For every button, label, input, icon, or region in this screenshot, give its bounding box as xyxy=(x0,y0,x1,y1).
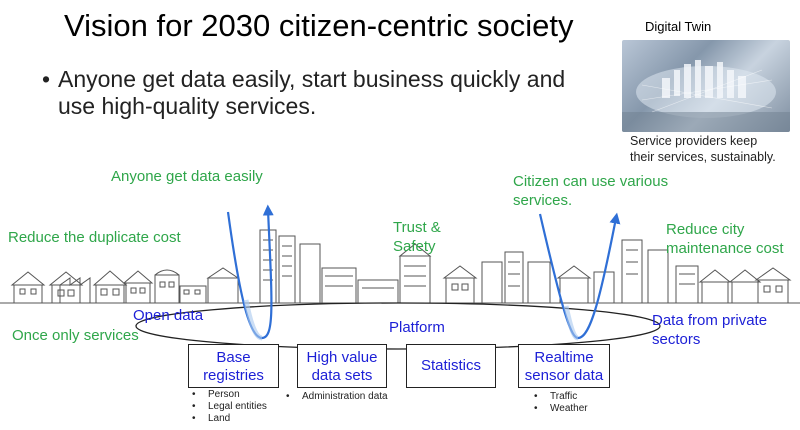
label-once-only: Once only services xyxy=(12,327,139,344)
base-registries-items: Person Legal entities Land xyxy=(192,389,267,425)
digital-twin-caption: Service providers keep their services, s… xyxy=(630,133,776,165)
realtime-sensor-items: Traffic Weather xyxy=(534,391,588,415)
box-realtime-sensor: Realtime sensor data xyxy=(518,344,610,388)
box-high-value: High value data sets xyxy=(297,344,387,388)
list-item: Legal entities xyxy=(192,401,267,413)
box-line-2: sensor data xyxy=(524,367,604,384)
citizen-line-1: Citizen can use various xyxy=(513,173,669,190)
digital-twin-image xyxy=(622,40,790,132)
list-item: Administration data xyxy=(286,391,388,403)
box-line-1: Realtime xyxy=(534,349,594,366)
box-statistics: Statistics xyxy=(406,344,496,388)
label-open-data: Open data xyxy=(133,307,204,324)
label-reduce-city: Reduce city maintenance cost xyxy=(666,220,784,258)
bullet-dot-icon: • xyxy=(42,66,51,92)
list-item: Land xyxy=(192,413,267,425)
trust-line-2: Safety xyxy=(393,238,436,255)
label-anyone-get-data: Anyone get data easily xyxy=(111,168,263,185)
label-private-sectors: Data from private sectors xyxy=(652,311,767,349)
caption-line-2: their services, sustainably. xyxy=(630,150,776,164)
box-line-2: data sets xyxy=(311,367,373,384)
label-trust-safety: Trust & Safety xyxy=(393,218,441,256)
label-platform: Platform xyxy=(389,319,445,336)
box-line-1: Base xyxy=(216,349,251,366)
digital-twin-label: Digital Twin xyxy=(645,19,712,34)
box-line-2: registries xyxy=(203,367,264,384)
citizen-line-2: services. xyxy=(513,192,573,209)
high-value-items: Administration data xyxy=(286,391,388,403)
digital-twin-city-icon xyxy=(622,60,790,132)
platform-ellipse xyxy=(135,302,661,350)
list-item: Person xyxy=(192,389,267,401)
trust-line-1: Trust & xyxy=(393,219,441,236)
reduce-city-line-2: maintenance cost xyxy=(666,240,784,257)
private-line-2: sectors xyxy=(652,331,701,348)
box-base-registries: Base registries xyxy=(188,344,279,388)
caption-line-1: Service providers keep xyxy=(630,134,758,148)
box-line-1: High value xyxy=(306,349,378,366)
label-reduce-duplicate: Reduce the duplicate cost xyxy=(8,229,181,246)
list-item: Traffic xyxy=(534,391,588,403)
label-citizen-services: Citizen can use various services. xyxy=(513,172,668,210)
slide-title: Vision for 2030 citizen-centric society xyxy=(64,8,574,43)
box-line-1: Statistics xyxy=(420,357,481,374)
bullet-text: Anyone get data easily, start business q… xyxy=(58,66,566,119)
private-line-1: Data from private xyxy=(652,312,768,329)
reduce-city-line-1: Reduce city xyxy=(666,221,745,238)
list-item: Weather xyxy=(534,403,588,415)
